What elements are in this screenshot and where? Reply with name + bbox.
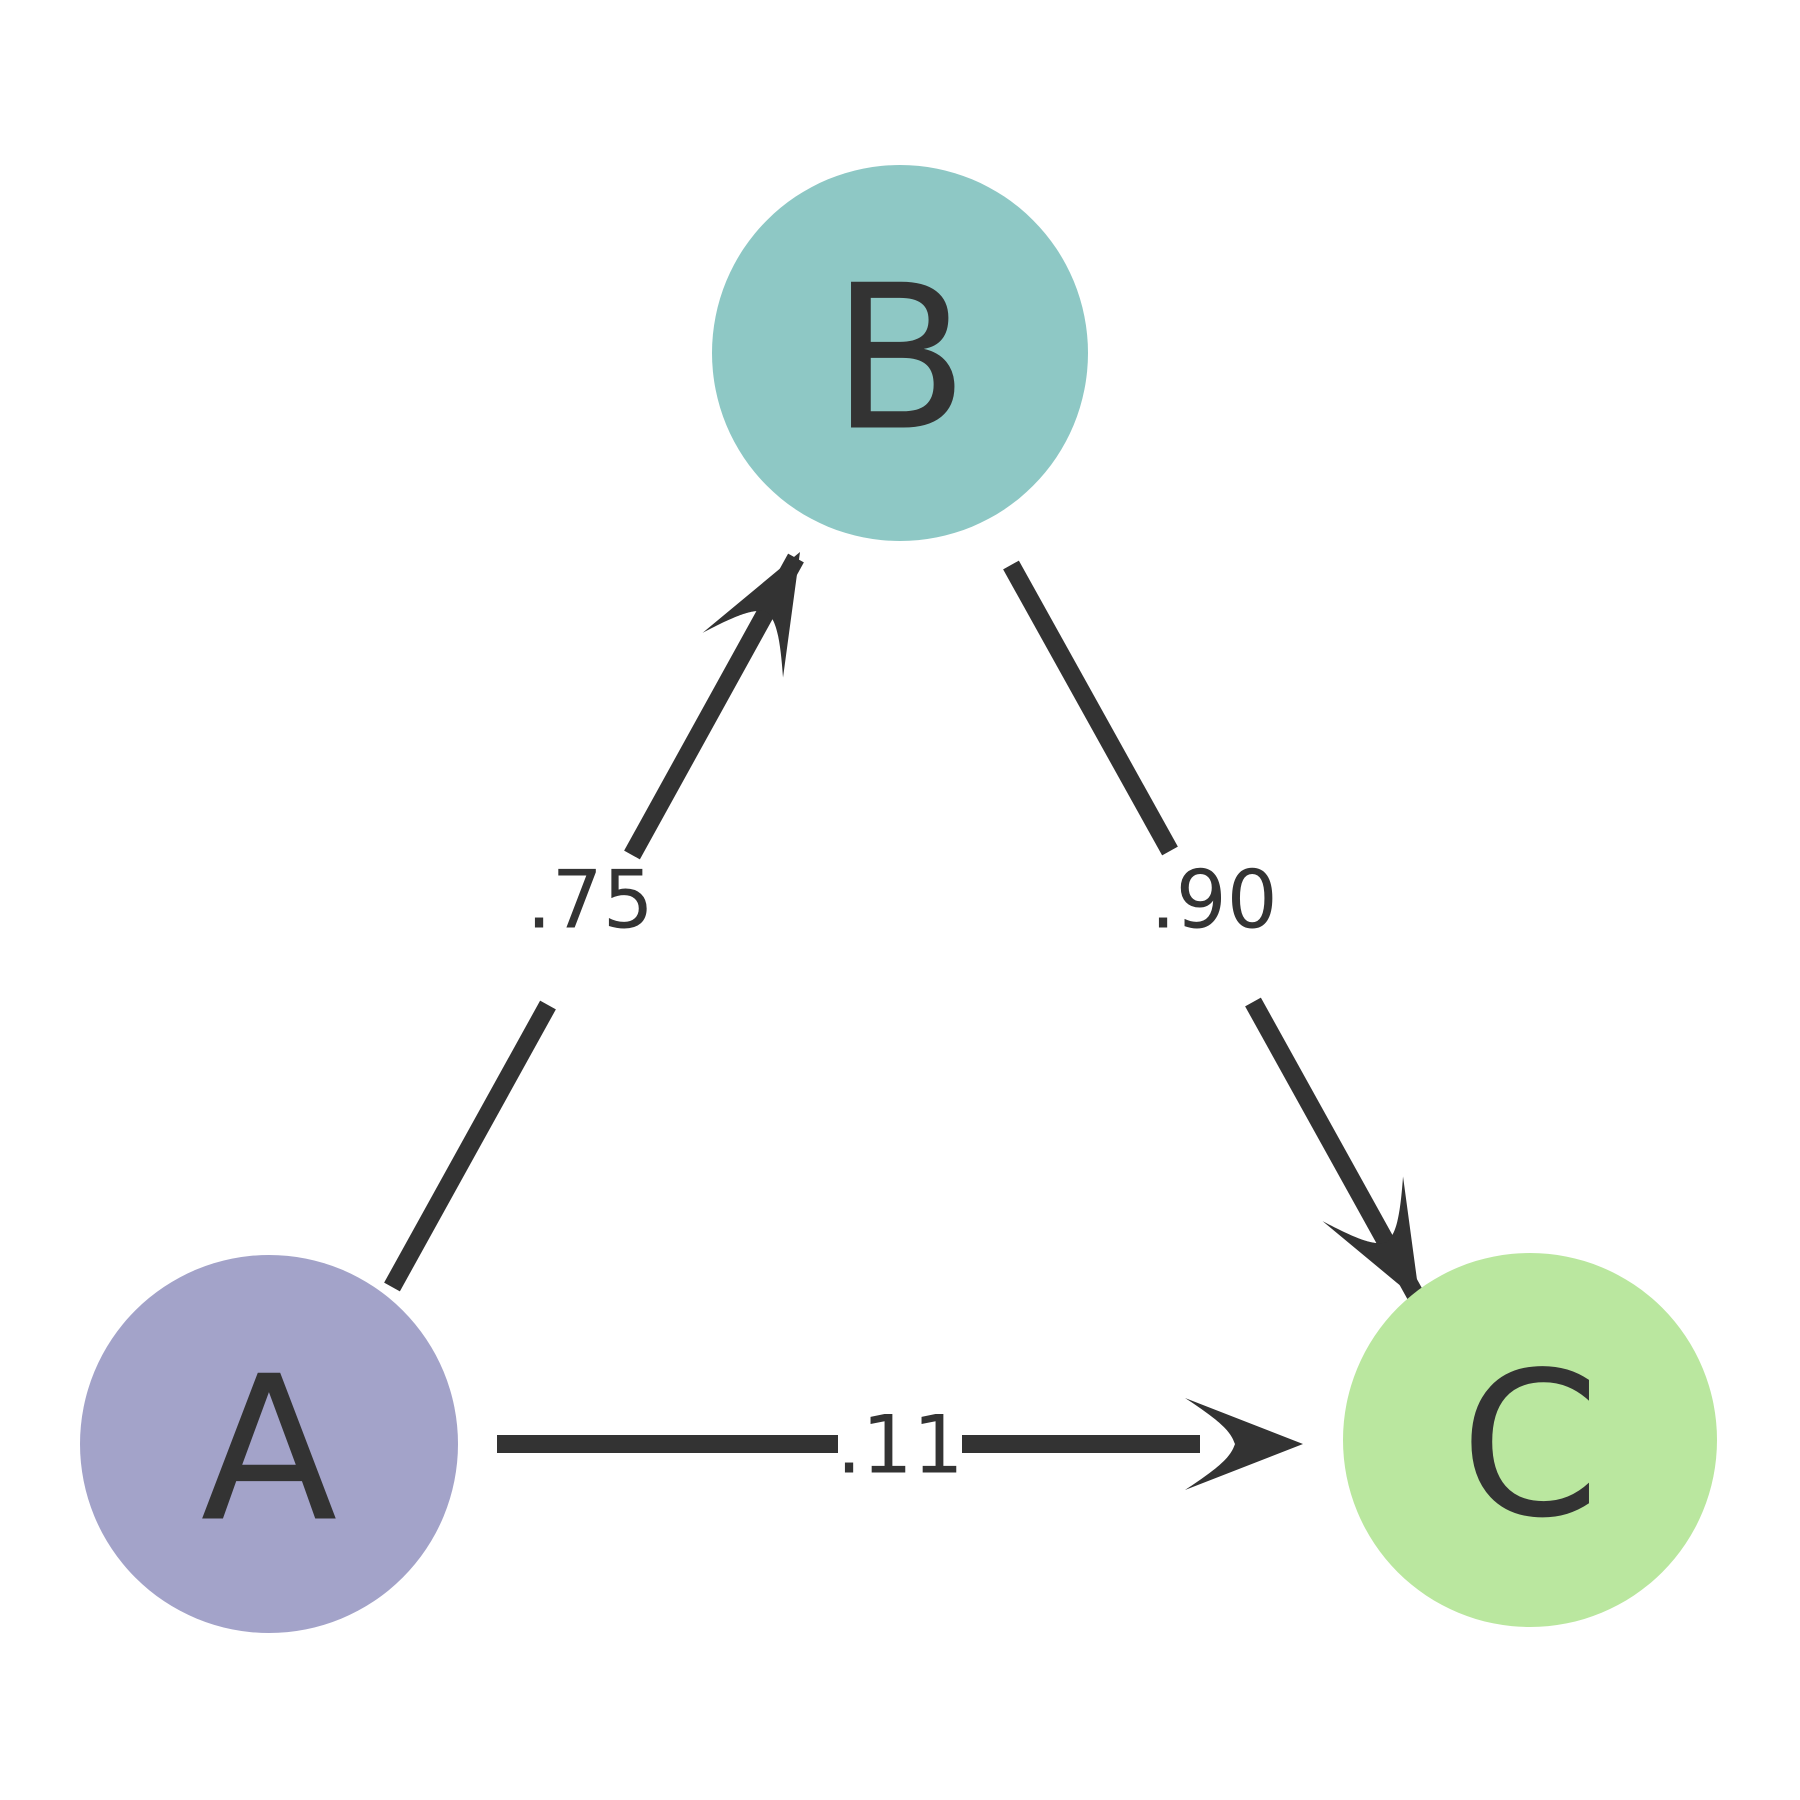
node-a-label: A	[201, 1334, 338, 1567]
edge-a-to-b[interactable]	[384, 530, 840, 1292]
node-a-circle[interactable]	[80, 1255, 458, 1633]
node-c-label: C	[1460, 1330, 1600, 1563]
edge-a-to-b-shaft-lower	[384, 1000, 556, 1292]
edge-b-to-c-arrowhead	[1322, 1176, 1420, 1302]
edge-a-to-b-arrowhead	[702, 552, 800, 678]
node-c-circle[interactable]	[1343, 1253, 1717, 1627]
edge-label-a-to-c: .11	[836, 1399, 963, 1492]
node-b-circle[interactable]	[712, 165, 1088, 541]
node-b[interactable]: B	[712, 165, 1088, 541]
node-c[interactable]: C	[1343, 1253, 1717, 1627]
edge-label-b-to-c: .90	[1150, 854, 1277, 947]
edge-label-a-to-b: .75	[526, 854, 653, 947]
edge-a-to-c-arrowhead	[1185, 1398, 1303, 1490]
edge-a-to-c[interactable]	[497, 1398, 1303, 1490]
edge-b-to-c-shaft-upper	[1003, 560, 1178, 856]
node-a[interactable]: A	[80, 1255, 458, 1633]
edge-b-to-c[interactable]	[1003, 560, 1460, 1324]
node-b-label: B	[831, 243, 968, 476]
